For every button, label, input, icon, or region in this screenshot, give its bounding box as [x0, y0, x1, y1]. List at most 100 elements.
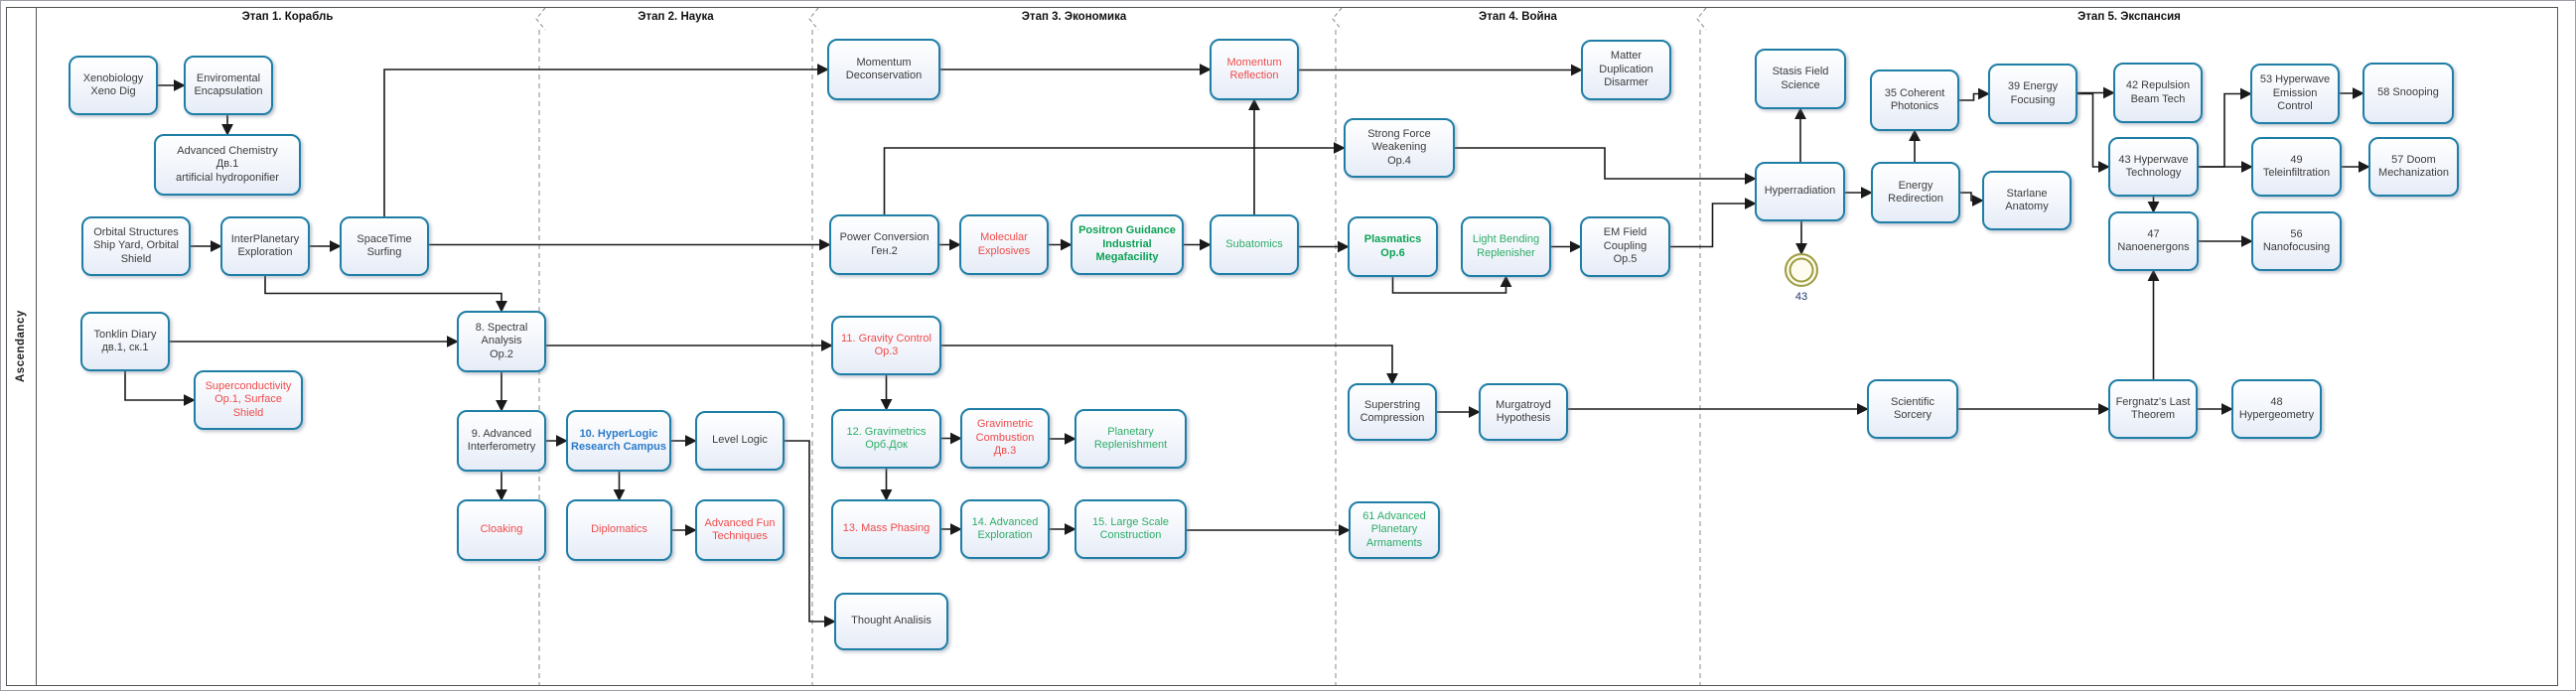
- node-label-line: Theorem: [2130, 409, 2176, 421]
- node-label-line: Explosives: [977, 244, 1031, 257]
- node-thought-analisis[interactable]: Thought Analisis: [834, 593, 948, 650]
- node-label-line: 8. Spectral: [475, 321, 528, 334]
- node-label-line: Analysis: [481, 335, 522, 347]
- node-label-line: Starlane: [2006, 187, 2048, 200]
- node-label-line: Coupling: [1603, 239, 1647, 252]
- node-label-line: Subatomics: [1225, 237, 1283, 250]
- node-hyperradiation[interactable]: Hyperradiation: [1755, 162, 1845, 221]
- node-label-line: Strong Force: [1367, 127, 1431, 140]
- end-event-label: 43: [1794, 291, 1808, 303]
- node-subatomics[interactable]: Subatomics: [1210, 214, 1299, 275]
- node-label-line: Momentum: [856, 56, 912, 69]
- pool-label-divider: [36, 7, 37, 686]
- node-label-line: Beam Tech: [2130, 92, 2186, 105]
- lane-header-1: Этап 1. Корабль: [241, 11, 334, 23]
- node-label-line: Compression: [1360, 412, 1425, 424]
- node-label-line: InterPlanetary: [230, 232, 300, 245]
- node-label-line: Op.4: [1387, 154, 1411, 167]
- node-label-line: Positron Guidance: [1078, 224, 1176, 237]
- node-label-line: Gravimetric: [976, 418, 1034, 431]
- node-label-line: 39 Energy: [2007, 80, 2059, 92]
- node-label-line: Planetary: [1370, 523, 1418, 536]
- node-label-line: Hypothesis: [1496, 412, 1551, 424]
- node-label-line: Plasmatics: [1363, 233, 1422, 245]
- node-label-line: Shield: [120, 252, 152, 265]
- node-label-line: Light Bending: [1472, 233, 1540, 245]
- pool-label: Ascendancy: [15, 310, 27, 383]
- node-label-line: Momentum: [1226, 56, 1282, 69]
- node-label-line: 57 Doom: [2391, 153, 2436, 166]
- node-end-event-43[interactable]: 43: [1785, 253, 1818, 303]
- node-label-line: Megafacility: [1095, 251, 1159, 264]
- node-label-line: 43 Hyperwave: [2118, 153, 2189, 166]
- node-label-line: Op.3: [874, 346, 899, 357]
- node-label-line: Op.5: [1613, 253, 1638, 266]
- node-label-line: 10. HyperLogic: [579, 427, 658, 440]
- node-diplomatics[interactable]: Diplomatics: [566, 499, 672, 561]
- node-label-line: 61 Advanced: [1362, 509, 1426, 522]
- node-label-line: Thought Analisis: [851, 615, 931, 627]
- node-label-line: Enviromental: [196, 71, 261, 84]
- node-label-line: 53 Hyperwave: [2259, 73, 2331, 86]
- node-level-logic[interactable]: Level Logic: [695, 411, 785, 471]
- node-label-line: Encapsulation: [194, 85, 263, 97]
- node-label-line: Fergnatz's Last: [2115, 395, 2191, 408]
- node-label-line: 9. Advanced: [471, 427, 532, 440]
- lane-header-4: Этап 4. Война: [1479, 11, 1557, 23]
- node-label-line: SpaceTime: [357, 232, 412, 245]
- node-cloaking[interactable]: Cloaking: [457, 499, 546, 561]
- node-snooping[interactable]: 58 Snooping: [2362, 63, 2454, 124]
- node-label-line: Power Conversion: [839, 231, 930, 243]
- node-label-line: Planetary: [1107, 425, 1154, 438]
- node-mass-phasing[interactable]: 13. Mass Phasing: [831, 499, 941, 559]
- node-label-line: Construction: [1099, 529, 1162, 541]
- lane-header-2: Этап 2. Наука: [638, 11, 714, 23]
